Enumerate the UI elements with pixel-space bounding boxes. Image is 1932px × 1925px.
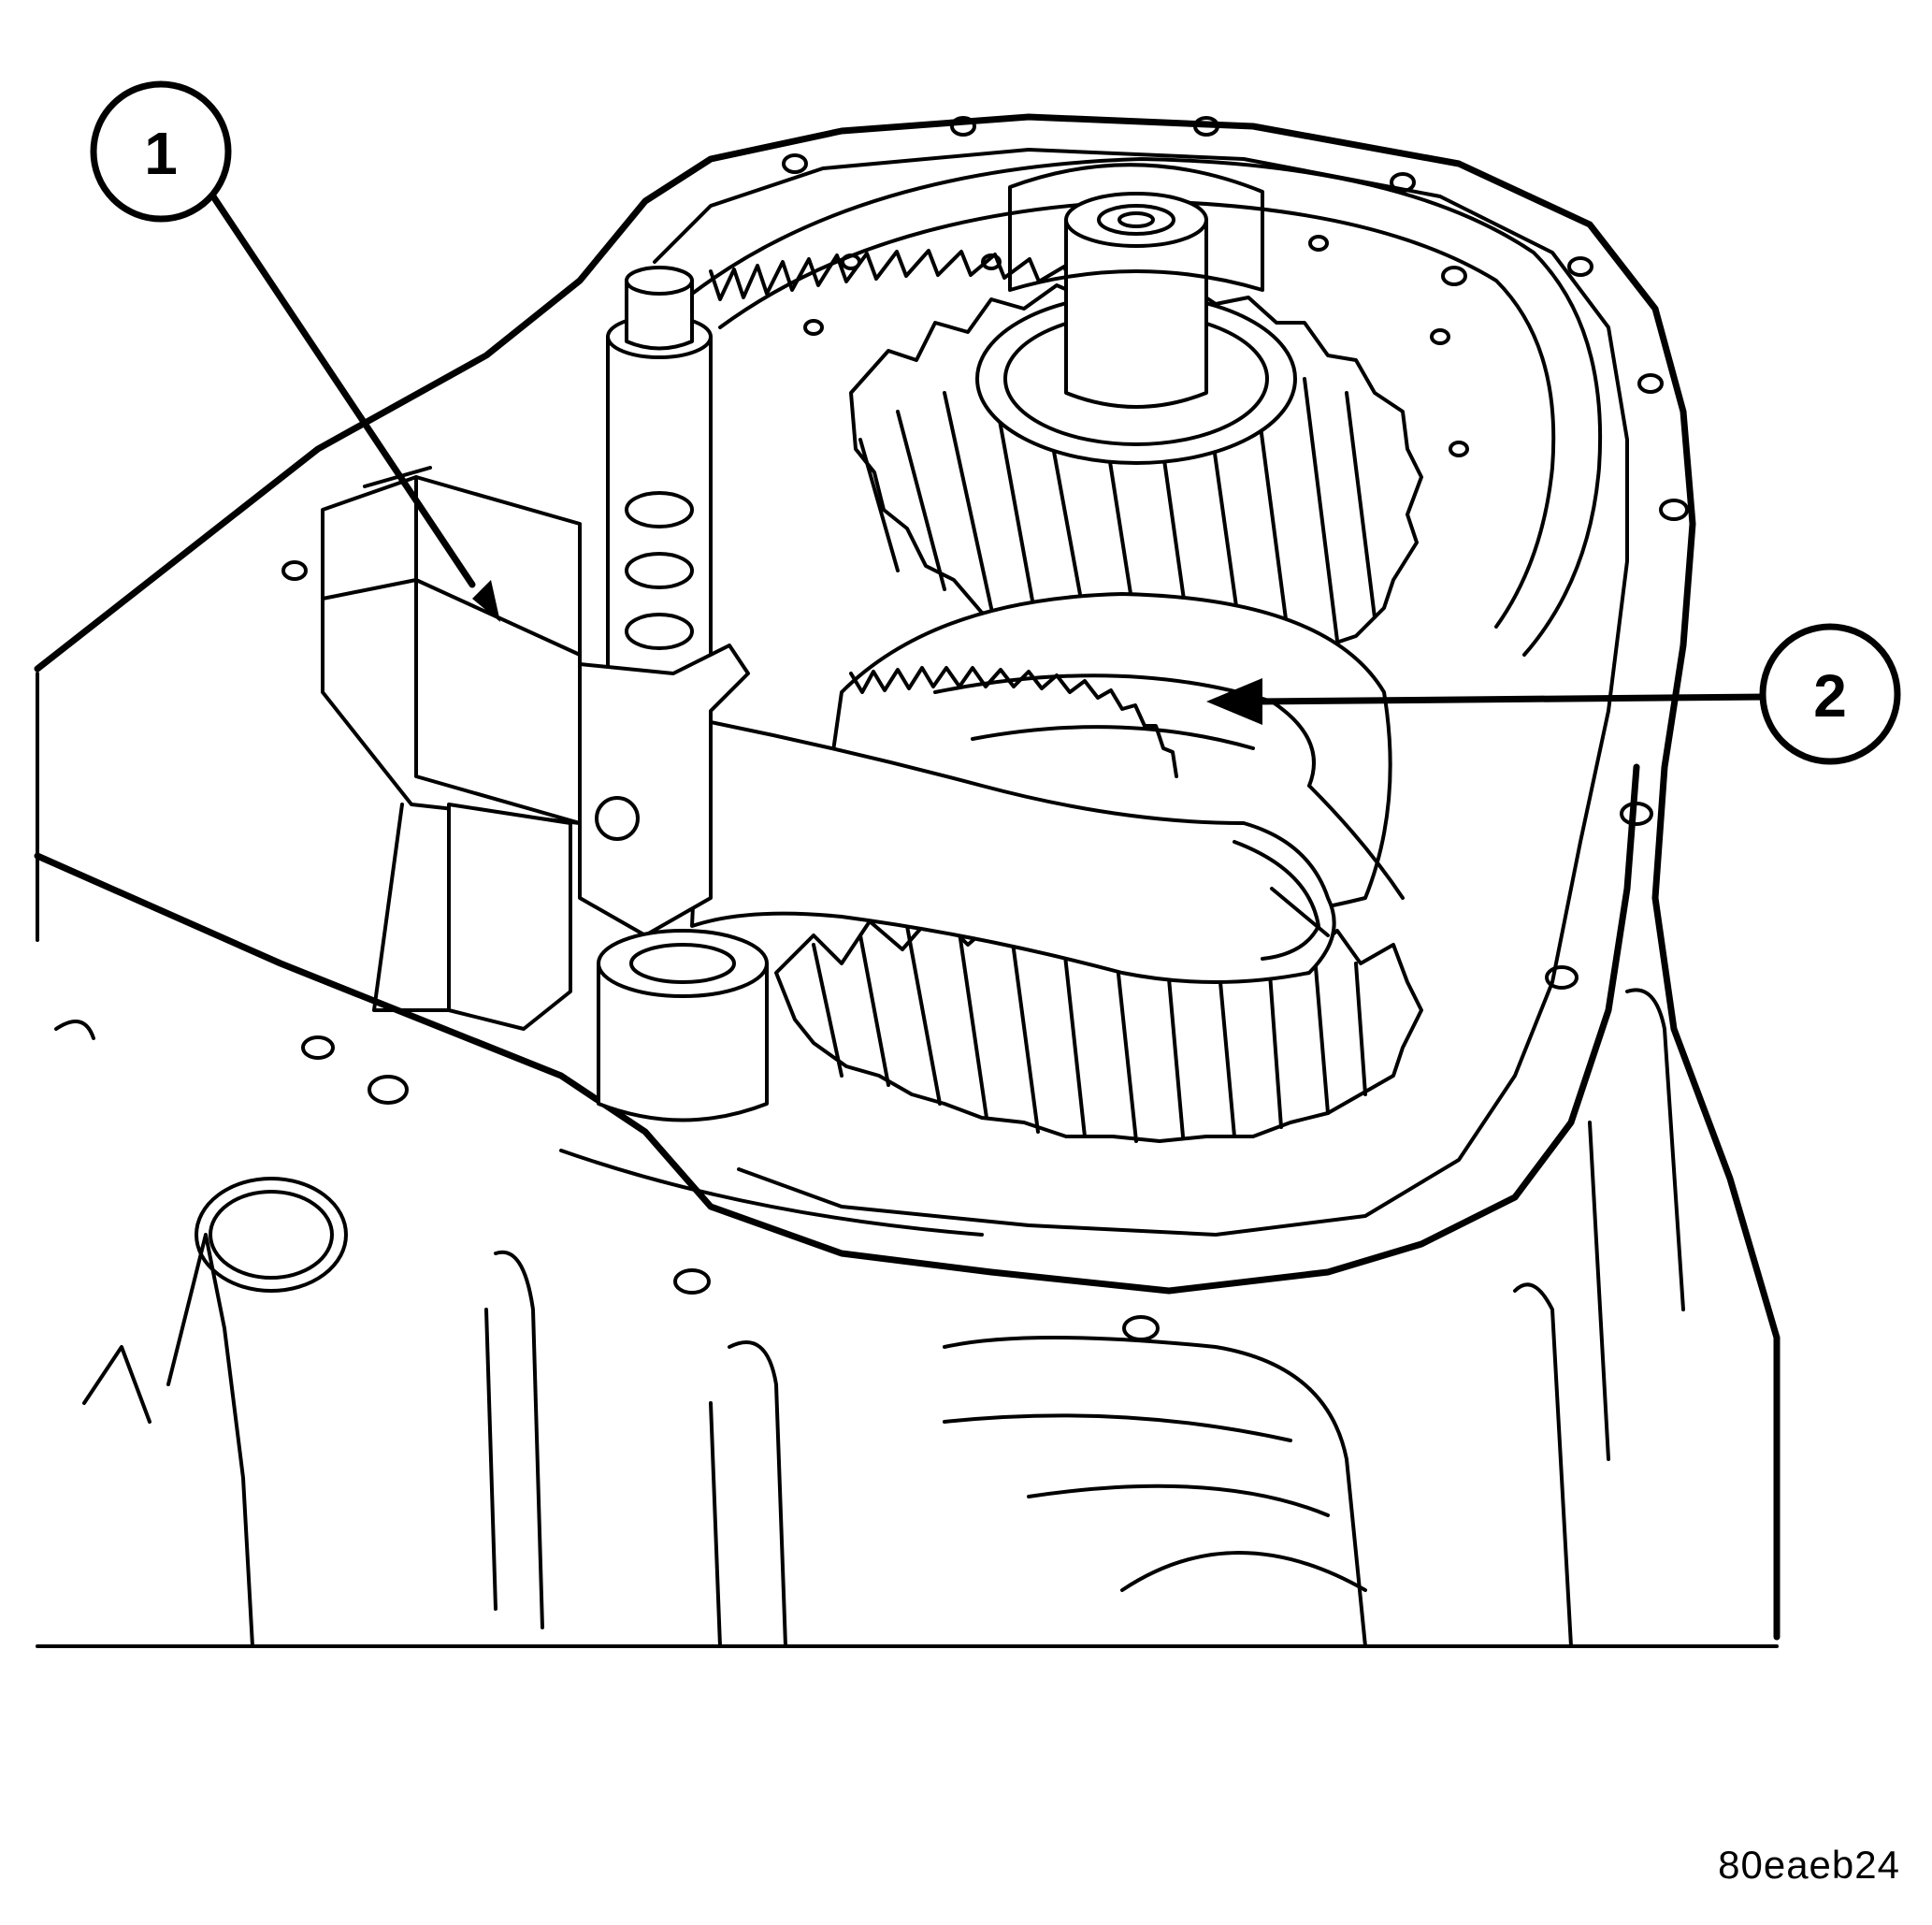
housing-flange bbox=[34, 113, 1781, 1641]
figure-code: 80eaeb24 bbox=[1718, 1843, 1900, 1887]
housing-body bbox=[36, 672, 1779, 1648]
upper-helical-gear bbox=[849, 163, 1423, 675]
leader-line-1 bbox=[209, 193, 476, 588]
fork-bracket bbox=[578, 644, 769, 1122]
leader-arrow-1 bbox=[472, 580, 500, 622]
holding-tool bbox=[321, 466, 582, 1031]
callout-1: 1 bbox=[90, 80, 232, 223]
callout-2-label: 2 bbox=[1813, 662, 1847, 730]
leader-lines bbox=[209, 193, 1771, 725]
bolt-holes bbox=[281, 116, 1689, 1341]
shift-fork bbox=[690, 718, 1336, 984]
leader-line-2 bbox=[1254, 693, 1771, 705]
callout-2: 2 bbox=[1759, 623, 1901, 765]
callout-1-label: 1 bbox=[144, 120, 178, 187]
shift-rail bbox=[606, 266, 713, 688]
leader-arrow-2 bbox=[1206, 678, 1262, 725]
